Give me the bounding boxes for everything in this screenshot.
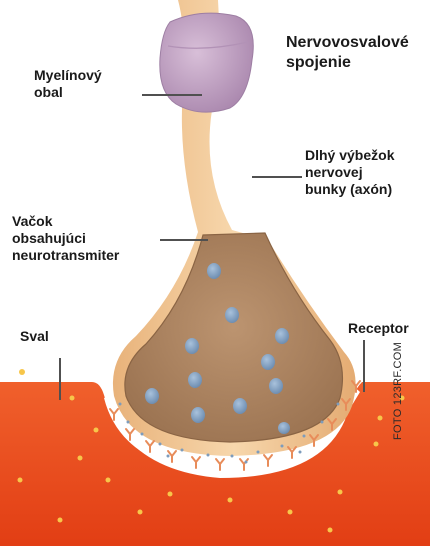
myelin-sheath — [160, 13, 253, 112]
vesicle — [275, 328, 289, 344]
vesicle — [145, 388, 159, 404]
vesicle-label: Vačok obsahujúci neurotransmiter — [12, 213, 119, 264]
muscle-label: Sval — [20, 328, 49, 345]
myelin-sheath-label: Myelínový obal — [34, 67, 102, 101]
photo-credit: FOTO 123RF.COM — [392, 320, 404, 440]
vesicle — [185, 338, 199, 354]
vesicle — [261, 354, 275, 370]
vesicle — [207, 263, 221, 279]
axon-terminal — [125, 233, 343, 442]
vesicle — [225, 307, 239, 323]
vesicle — [188, 372, 202, 388]
vesicle — [191, 407, 205, 423]
axon-label: Dlhý výbežok nervovej bunky (axón) — [305, 147, 394, 198]
diagram-title: Nervovosvalové spojenie — [286, 33, 409, 73]
vesicle — [278, 422, 290, 434]
vesicle — [269, 378, 283, 394]
vesicle — [233, 398, 247, 414]
